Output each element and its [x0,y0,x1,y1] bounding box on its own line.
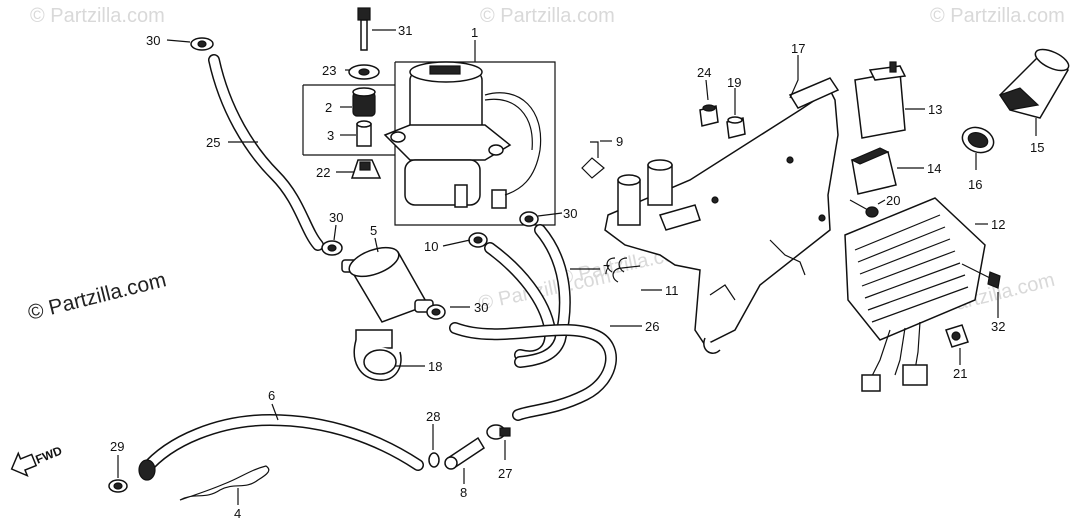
callout-7: 7 [603,262,610,277]
callout-9: 9 [616,134,623,149]
bolt-32 [961,263,1001,289]
hose-6 [138,413,424,481]
watermark: © Partzilla.com [30,5,165,27]
callout-30: 30 [474,300,488,315]
callout-3: 3 [327,128,334,143]
callout-31: 31 [398,23,412,38]
callout-29: 29 [110,439,124,454]
grommet-2 [352,87,376,117]
callout-24: 24 [697,65,711,80]
callout-1: 1 [471,25,478,40]
clamp-30-pump [519,211,539,227]
bolt-20 [849,199,879,218]
spring-4 [179,465,270,501]
joint-8 [444,436,486,470]
callout-10: 10 [424,239,438,254]
clamp-10 [468,232,488,248]
clamp-30-top [190,37,214,51]
watermark: © Partzilla.com [480,5,615,27]
callout-2: 2 [325,100,332,115]
callout-25: 25 [206,135,220,150]
callout-16: 16 [968,177,982,192]
relay-14 [850,147,897,195]
bracket-17 [604,77,840,354]
fuel-filter-5 [341,246,434,323]
clamp-29 [108,479,128,493]
fuel-pump-1 [383,61,542,209]
clip-28 [428,452,440,468]
callout-21: 21 [953,366,967,381]
callout-30: 30 [329,210,343,225]
relay-13 [854,61,907,139]
clamp-30-filter [426,304,446,320]
callout-14: 14 [927,161,941,176]
clip-9 [581,141,605,179]
side-watermark: © Partzilla.com [26,268,169,325]
rubber-16 [961,126,995,154]
regulator-12 [844,197,986,392]
callout-5: 5 [370,223,377,238]
callout-22: 22 [316,165,330,180]
clamp-30-left [321,240,343,256]
washer-23 [348,64,380,80]
watermark: © Partzilla.com [930,5,1065,27]
bolt-21 [945,324,969,348]
callout-6: 6 [268,388,275,403]
collar-3 [356,120,372,147]
nut-22 [350,159,382,179]
callout-30: 30 [146,33,160,48]
callout-17: 17 [791,41,805,56]
callout-11: 11 [665,283,679,298]
hose-26 [449,322,617,421]
callout-23: 23 [322,63,336,78]
fwd-arrow: FWD [10,443,64,478]
callout-18: 18 [428,359,442,374]
fwd-label: FWD [33,443,64,466]
callout-20: 20 [886,193,900,208]
nut-19 [726,116,746,139]
leader-lines [117,29,1037,505]
clamp-27 [486,424,511,440]
callout-28: 28 [426,409,440,424]
callout-15: 15 [1030,140,1044,155]
callout-26: 26 [645,319,659,334]
hose-25 [208,54,324,251]
cap-15 [999,48,1070,119]
holder-18 [353,329,402,381]
callout-12: 12 [991,217,1005,232]
callout-30: 30 [563,206,577,221]
bracket-1 [302,61,556,226]
bolt-24 [699,104,719,127]
callout-19: 19 [727,75,741,90]
callout-27: 27 [498,466,512,481]
bolt-31 [357,7,371,51]
callout-4: 4 [234,506,241,521]
callouts: 30 31 1 23 2 3 22 25 30 5 10 30 30 9 24 … [110,23,1044,521]
callout-8: 8 [460,485,467,500]
callout-13: 13 [928,102,942,117]
clip-11 [606,257,641,283]
callout-32: 32 [991,319,1005,334]
